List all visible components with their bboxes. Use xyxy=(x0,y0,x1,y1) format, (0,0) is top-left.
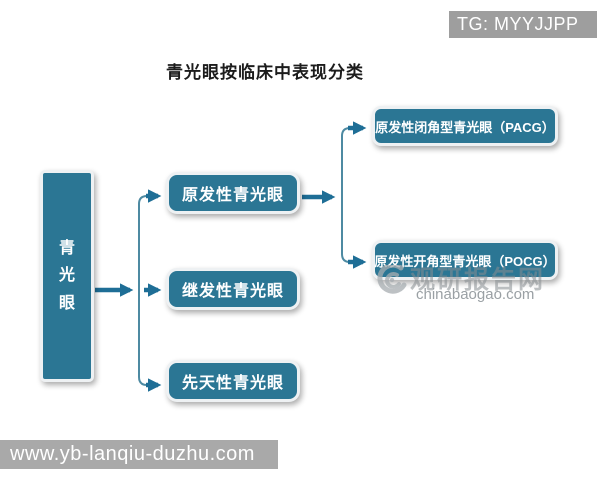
watermark-site-domain: chinabaogao.com xyxy=(416,286,535,303)
node-congenital-glaucoma-label: 先天性青光眼 xyxy=(181,375,284,392)
trunk-level2 xyxy=(341,127,352,263)
watermark-badge-label: TG: MYYJJPP xyxy=(457,14,579,34)
node-pacg: 原发性闭角型青光眼（PACG） xyxy=(372,106,558,146)
watermark-badge: TG: MYYJJPP xyxy=(449,11,597,38)
node-secondary-glaucoma: 继发性青光眼 xyxy=(166,268,300,310)
node-primary-glaucoma-label: 原发性青光眼 xyxy=(181,187,284,204)
node-glaucoma-root: 青光眼 xyxy=(40,170,94,382)
node-pocg-label: 原发性开角型青光眼（POCG） xyxy=(374,253,556,269)
footer-url-text: www.yb-lanqiu-duzhu.com xyxy=(10,443,255,465)
node-pacg-label: 原发性闭角型青光眼（PACG） xyxy=(375,119,555,135)
node-primary-glaucoma: 原发性青光眼 xyxy=(166,172,300,214)
node-pocg: 原发性开角型青光眼（POCG） xyxy=(372,240,558,280)
footer-url-bar: www.yb-lanqiu-duzhu.com xyxy=(0,440,278,469)
node-secondary-glaucoma-label: 继发性青光眼 xyxy=(181,283,284,300)
node-glaucoma-root-label: 青光眼 xyxy=(58,240,75,312)
trunk-level1 xyxy=(138,195,150,386)
node-congenital-glaucoma: 先天性青光眼 xyxy=(166,360,300,402)
page-title: 青光眼按临床中表现分类 xyxy=(166,63,364,82)
